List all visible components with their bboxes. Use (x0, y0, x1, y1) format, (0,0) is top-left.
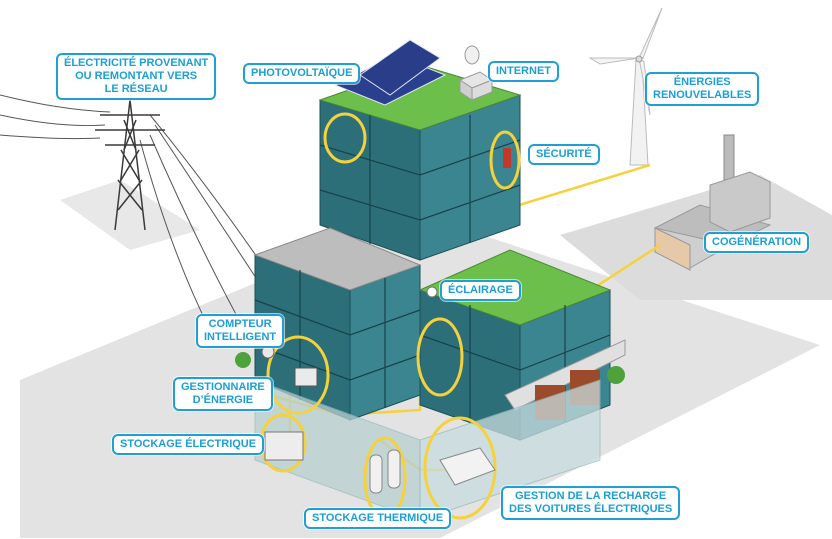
pylon-icon (95, 99, 165, 231)
label-energy-manager: GESTIONNAIRE D’ÉNERGIE (173, 377, 273, 411)
label-security: SÉCURITÉ (528, 144, 600, 165)
label-cogeneration: COGÉNÉRATION (704, 232, 810, 253)
label-electric-storage: STOCKAGE ÉLECTRIQUE (112, 434, 265, 455)
security-panel-icon (503, 148, 511, 168)
label-renewables: ÉNERGIES RENOUVELABLES (645, 72, 760, 106)
solar-panel-icon (333, 39, 447, 106)
electric-car-icon (439, 447, 496, 486)
label-smart-meter: COMPTEUR INTELLIGENT (196, 314, 285, 348)
computer-icon (294, 367, 318, 387)
label-photovoltaic: PHOTOVOLTAÏQUE (243, 63, 361, 84)
label-ev-charging: GESTION DE LA RECHARGE DES VOITURES ÉLEC… (501, 486, 681, 520)
thermal-tank-icon (387, 449, 401, 489)
label-lighting: ÉCLAIRAGE (440, 280, 521, 301)
battery-icon (264, 431, 304, 461)
label-grid-electricity: ÉLECTRICITÉ PROVENANT OU REMONTANT VERS … (56, 53, 217, 100)
satellite-dish-icon (458, 45, 494, 101)
lamp-icon (426, 286, 438, 298)
label-internet: INTERNET (488, 61, 559, 82)
pylon-ground (60, 180, 200, 250)
thermal-tank-icon (369, 454, 383, 494)
label-thermal-storage: STOCKAGE THERMIQUE (304, 508, 452, 529)
trees (235, 352, 625, 384)
